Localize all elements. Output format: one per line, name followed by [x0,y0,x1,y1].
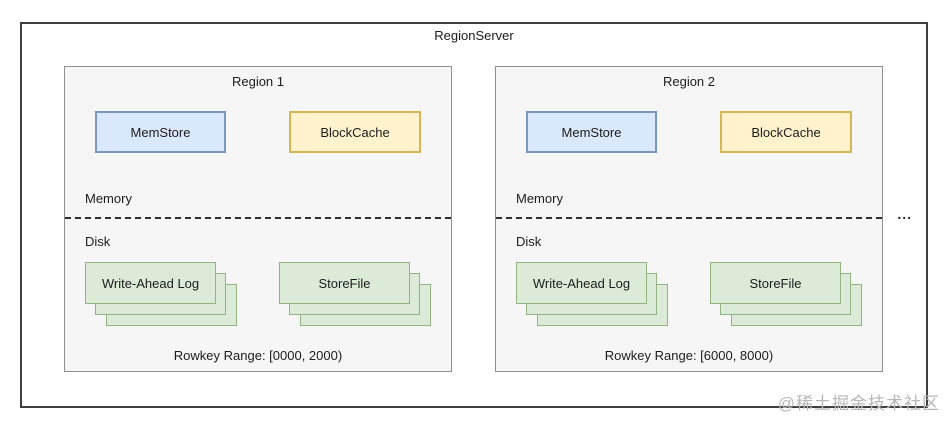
regionserver-title: RegionServer [434,28,514,43]
memory-label: Memory [85,191,132,206]
watermark: @稀土掘金技术社区 [777,394,940,413]
rowkey-range-label: Rowkey Range: [6000, 8000) [604,348,774,363]
disk-label: Disk [516,234,542,249]
disk-label: Disk [85,234,111,249]
rowkey-range-label: Rowkey Range: [0000, 2000) [173,348,343,363]
storefile-stack: StoreFile [279,262,432,328]
storefile-box: StoreFile [710,262,841,304]
region-box-1: Region 1 MemStore BlockCache Memory Disk… [64,66,452,372]
wal-stack: Write-Ahead Log [516,262,669,328]
region-title: Region 2 [662,74,716,89]
storefile-box: StoreFile [279,262,410,304]
more-regions-ellipsis: ... [897,206,912,222]
memstore-box: MemStore [526,111,657,153]
memstore-box: MemStore [95,111,226,153]
wal-box: Write-Ahead Log [516,262,647,304]
blockcache-box: BlockCache [289,111,421,153]
memory-label: Memory [516,191,563,206]
region-box-2: Region 2 MemStore BlockCache Memory Disk… [495,66,883,372]
blockcache-box: BlockCache [720,111,852,153]
regionserver-box: RegionServer Region 1 MemStore BlockCach… [20,22,928,408]
memory-disk-divider [496,217,882,219]
storefile-stack: StoreFile [710,262,863,328]
wal-box: Write-Ahead Log [85,262,216,304]
region-title: Region 1 [231,74,285,89]
wal-stack: Write-Ahead Log [85,262,238,328]
memory-disk-divider [65,217,451,219]
